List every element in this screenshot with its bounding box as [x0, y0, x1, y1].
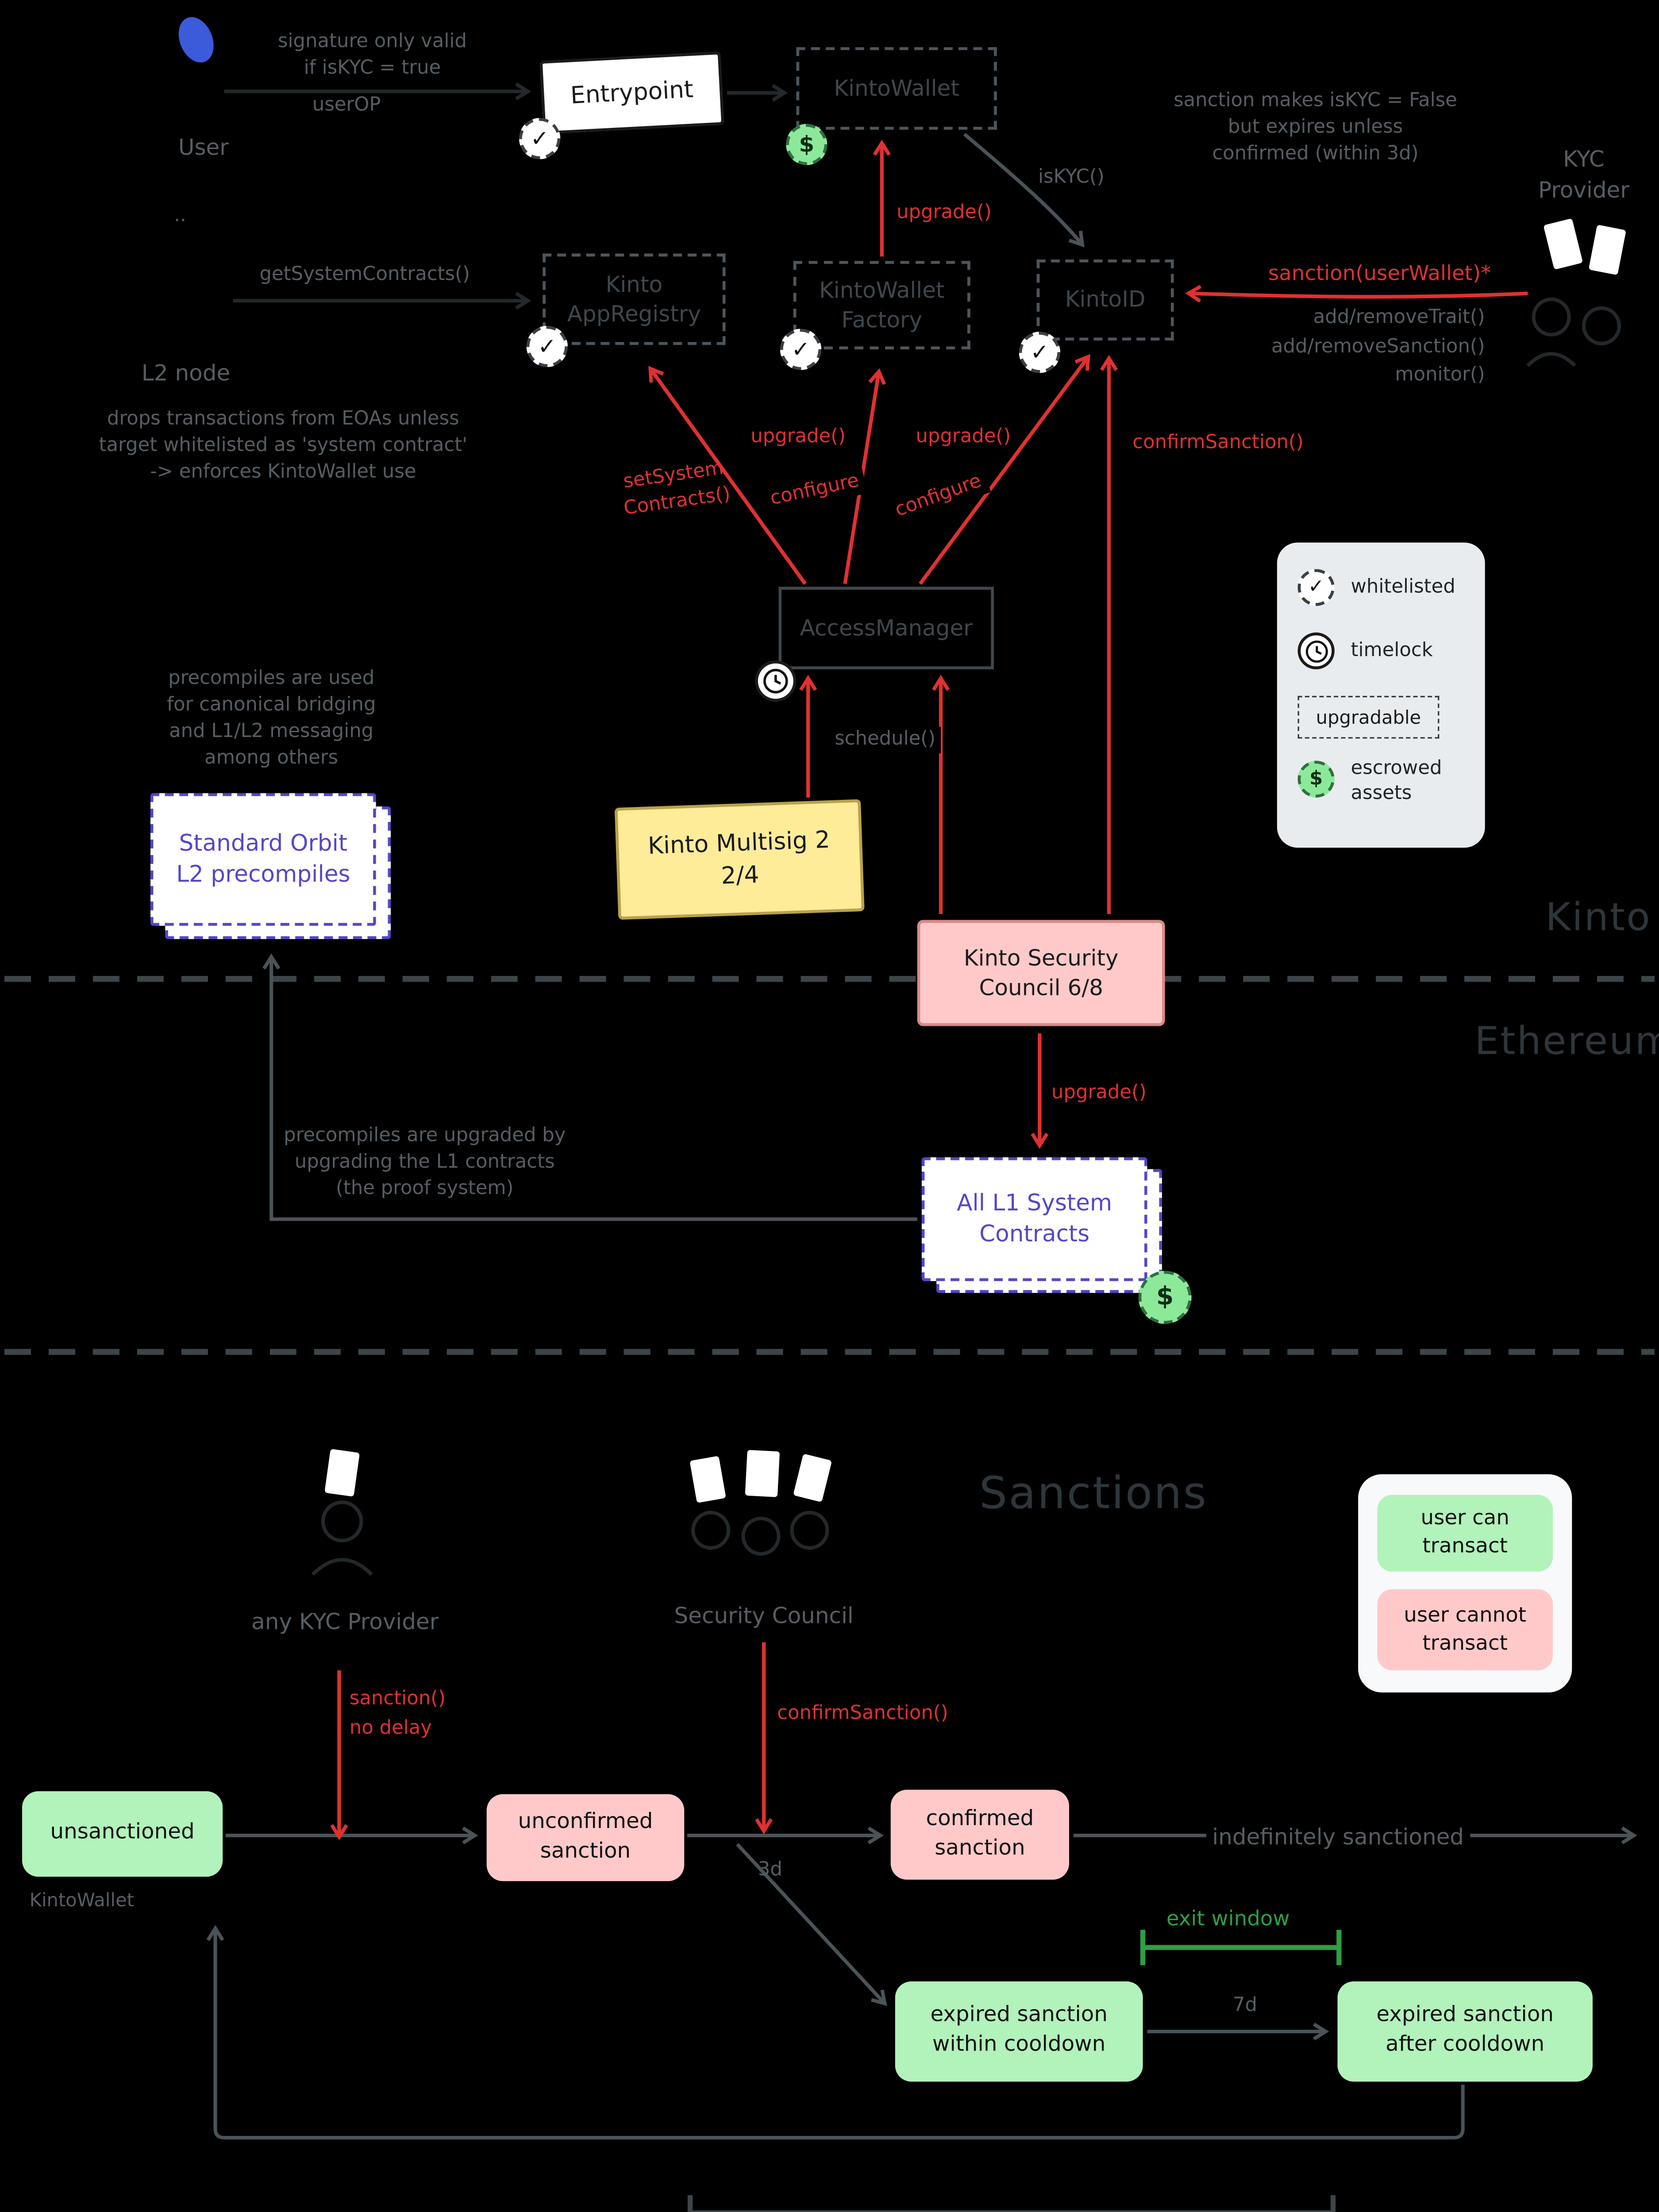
security-council-label: Security Council	[674, 1602, 854, 1629]
arrow-expired-within	[736, 1843, 887, 2006]
wallet-factory-box: KintoWallet Factory	[793, 261, 970, 349]
any-kyc-card-icon	[324, 1448, 360, 1497]
upgrade-left-label: upgrade()	[744, 424, 852, 451]
sanctions-heading: Sanctions	[979, 1468, 1208, 1520]
state-expired-after-cooldown: expired sanction after cooldown	[1337, 1981, 1593, 2082]
note-signature: signature only valid if isKYC = true	[277, 31, 467, 80]
any-kyc-person-icon	[311, 1558, 373, 1576]
council-person-icon	[790, 1511, 829, 1550]
l1-contracts-box: All L1 System Contracts	[921, 1157, 1147, 1281]
exit-window-label: exit window	[1166, 1908, 1290, 1932]
legend-upgradable-label: upgradable	[1297, 695, 1440, 739]
kyc-methods-label: add/removeTrait() add/removeSanction() m…	[1271, 307, 1485, 387]
arrow-upgrade-kintoid	[919, 354, 1090, 585]
red-arrows	[330, 139, 1528, 1840]
l2-node-label: L2 node	[141, 360, 231, 387]
sanction-userwallet-label: sanction(userWallet)*	[1268, 262, 1491, 286]
legend-user-cannot-transact: user cannot transact	[1377, 1589, 1553, 1671]
getsystemcontracts-label: getSystemContracts()	[259, 264, 470, 286]
state-confirmed-sanction: confirmed sanction	[890, 1790, 1069, 1880]
council-person-icon	[691, 1511, 731, 1550]
kyc-person-icon	[1526, 352, 1576, 367]
any-kyc-provider-label: any KYC Provider	[251, 1608, 439, 1635]
precompiles-box: Standard Orbit L2 precompiles	[150, 793, 376, 926]
ten-day-bracket	[687, 2195, 1336, 2212]
legend-timelock-icon	[1297, 632, 1335, 669]
whitelisted-badge-factory: ✓	[780, 329, 822, 370]
legend-whitelisted-label: whitelisted	[1351, 576, 1455, 599]
upgrade-l1-label: upgrade()	[1045, 1080, 1153, 1107]
schedule-label: schedule()	[828, 726, 942, 753]
legend-escrowed-label: escrowed assets	[1351, 757, 1442, 805]
escrow-badge-kintowallet: $	[786, 123, 828, 165]
user-label: User	[178, 134, 229, 161]
legend-timelock-label: timelock	[1351, 640, 1433, 662]
sanction-no-delay-label: sanction() no delay	[349, 1688, 446, 1740]
userop-label: userOP	[312, 94, 381, 117]
whitelisted-badge-registry: ✓	[526, 326, 568, 367]
transact-legend-box: user can transact user cannot transact	[1358, 1474, 1572, 1693]
user-head-icon	[178, 17, 214, 63]
kintowallet-tag: KintoWallet	[29, 1888, 134, 1911]
seven-day-label: 7d	[1227, 1993, 1263, 2020]
state-expired-within-cooldown: expired sanction within cooldown	[895, 1981, 1143, 2082]
three-day-label: 3d	[758, 1859, 782, 1882]
timelock-badge-accessmanager	[755, 660, 797, 702]
whitelisted-badge-kintoid: ✓	[1019, 331, 1060, 373]
security-council-box: Kinto Security Council 6/8	[917, 920, 1165, 1026]
escrow-badge-l1: $	[1138, 1271, 1192, 1324]
note-drops-transactions: drops transactions from EOAs unless targ…	[99, 408, 468, 484]
kintowallet-box: KintoWallet	[796, 47, 997, 130]
entrypoint-box: Entrypoint	[539, 51, 724, 134]
arrow-iskyc	[963, 133, 1085, 247]
arrow-sanction-userwallet	[1185, 284, 1528, 303]
council-card-icon	[745, 1450, 780, 1498]
upgrade-wallet-label: upgrade()	[890, 200, 998, 227]
legend-user-can-transact: user can transact	[1377, 1495, 1553, 1572]
whitelisted-badge-entrypoint: ✓	[519, 118, 561, 159]
arrow-loop-back-unsanctioned	[206, 1925, 1465, 2139]
indefinitely-sanctioned-label: indefinitely sanctioned	[1206, 1822, 1470, 1853]
access-manager-box: AccessManager	[778, 587, 994, 669]
arrow-setsystemcontracts	[648, 365, 807, 585]
kyc-person-icon	[1582, 306, 1621, 346]
legend-escrowed-icon: $	[1297, 760, 1335, 798]
note-precompiles-used: precompiles are used for canonical bridg…	[166, 668, 376, 769]
legend-check-icon: ✓	[1297, 569, 1335, 606]
exit-window-bracket	[1140, 1930, 1342, 1966]
gray-arrows	[206, 133, 1637, 2139]
iskyc-label: isKYC()	[1038, 166, 1105, 189]
arrow-precompiles-upgrade	[262, 953, 917, 1221]
multisig-box: Kinto Multisig 2 2/4	[614, 799, 865, 920]
app-registry-box: Kinto AppRegistry	[543, 253, 726, 345]
any-kyc-person-icon	[321, 1500, 363, 1543]
clock-icon	[763, 668, 788, 694]
ethereum-heading: Ethereum	[1474, 1020, 1659, 1064]
note-sanction-expiry: sanction makes isKYC = False but expires…	[1174, 90, 1457, 165]
kintoid-box: KintoID	[1036, 259, 1174, 341]
confirm-call-label: confirmSanction()	[771, 1701, 954, 1728]
dots-label: ..	[174, 205, 186, 227]
note-precompiles-upgraded: precompiles are upgraded by upgrading th…	[284, 1125, 566, 1200]
legend-box: ✓ whitelisted timelock upgradable $ escr…	[1277, 542, 1485, 848]
kyc-provider-label: KYC Provider	[1538, 146, 1629, 203]
upgrade-right-label: upgrade()	[910, 424, 1017, 451]
kyc-person-icon	[1532, 297, 1571, 337]
state-unconfirmed-sanction: unconfirmed sanction	[486, 1794, 685, 1882]
clock-icon	[1305, 640, 1328, 662]
state-unsanctioned: unsanctioned	[22, 1791, 223, 1877]
council-person-icon	[741, 1517, 781, 1556]
ghost-arrows	[224, 82, 1621, 1576]
kinto-heading: Kinto	[1545, 896, 1651, 941]
confirmsanction-label: confirmSanction()	[1126, 430, 1310, 457]
